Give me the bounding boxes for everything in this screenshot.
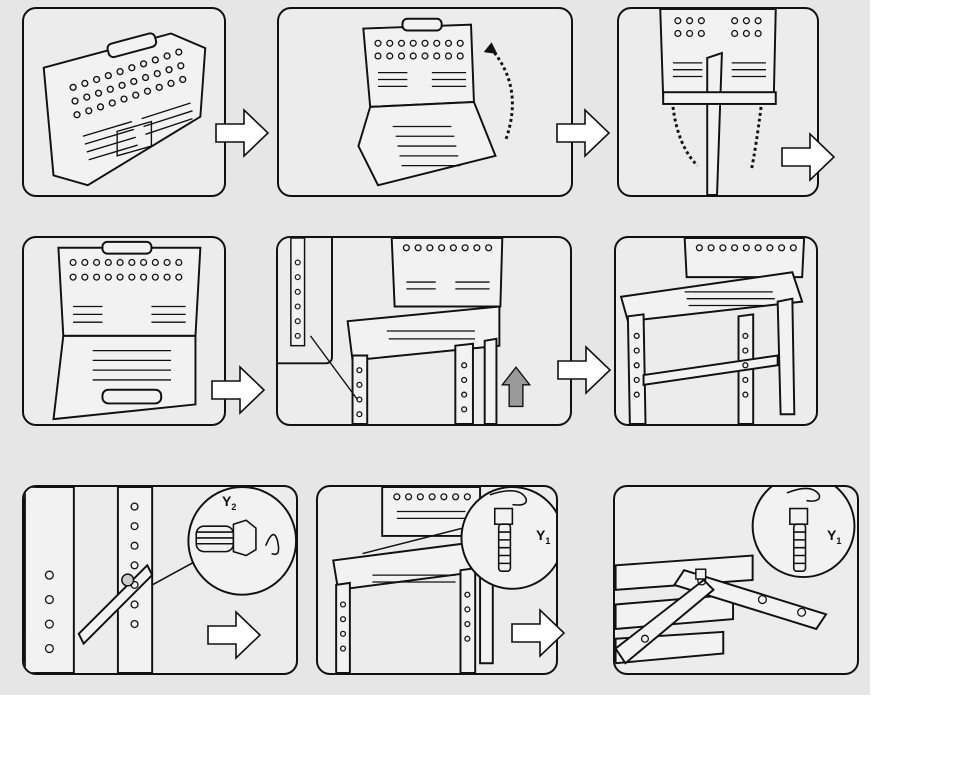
step-5-extend-legs bbox=[276, 236, 572, 426]
case-front-illustration bbox=[52, 240, 202, 421]
insert-bolt-y2-illustration bbox=[24, 487, 296, 673]
arrow-up-icon bbox=[500, 366, 532, 408]
arrow-right-icon bbox=[206, 610, 262, 660]
arrow-right-icon bbox=[214, 108, 270, 158]
open-lid-illustration bbox=[357, 17, 514, 187]
part-label-y1: Y1 bbox=[827, 527, 842, 546]
bolt-icon bbox=[195, 519, 257, 557]
extend-legs-illustration bbox=[278, 238, 532, 424]
arrow-right-icon bbox=[780, 132, 836, 182]
spiral-icon bbox=[264, 533, 280, 556]
step-1-closed-case bbox=[22, 7, 226, 197]
spiral-icon bbox=[489, 490, 528, 506]
seat-bracket-y1-illustration bbox=[615, 487, 856, 665]
secure-bolt-y1-illustration bbox=[332, 487, 556, 673]
flip-handle-illustration bbox=[659, 9, 777, 195]
step-8-secure-bolt-y1: Y1 bbox=[316, 485, 558, 675]
arrow-right-icon bbox=[556, 345, 612, 395]
bolt-icon bbox=[493, 507, 514, 572]
step-2-open-lid bbox=[277, 7, 573, 197]
step-9-seat-bracket-y1: Y1 bbox=[613, 485, 859, 675]
spiral-icon bbox=[786, 487, 821, 502]
part-label-y2: Y2 bbox=[222, 493, 237, 512]
closed-case-illustration bbox=[42, 32, 207, 187]
bolt-icon bbox=[789, 507, 809, 572]
part-label-y1: Y1 bbox=[536, 527, 551, 546]
step-6-chair-assembled bbox=[614, 236, 818, 426]
assembled-chair-illustration bbox=[619, 238, 806, 424]
arrow-right-icon bbox=[210, 365, 266, 415]
rotate-arrow-icon bbox=[671, 106, 699, 167]
rotate-arrow-icon bbox=[489, 47, 514, 142]
arrow-right-icon bbox=[555, 108, 611, 158]
step-3-flip-handle bbox=[617, 7, 819, 197]
step-4-case-open-front bbox=[22, 236, 226, 426]
arrow-right-icon bbox=[510, 608, 566, 658]
instruction-sheet: Y2 bbox=[0, 0, 870, 695]
page-margin bbox=[0, 695, 968, 773]
